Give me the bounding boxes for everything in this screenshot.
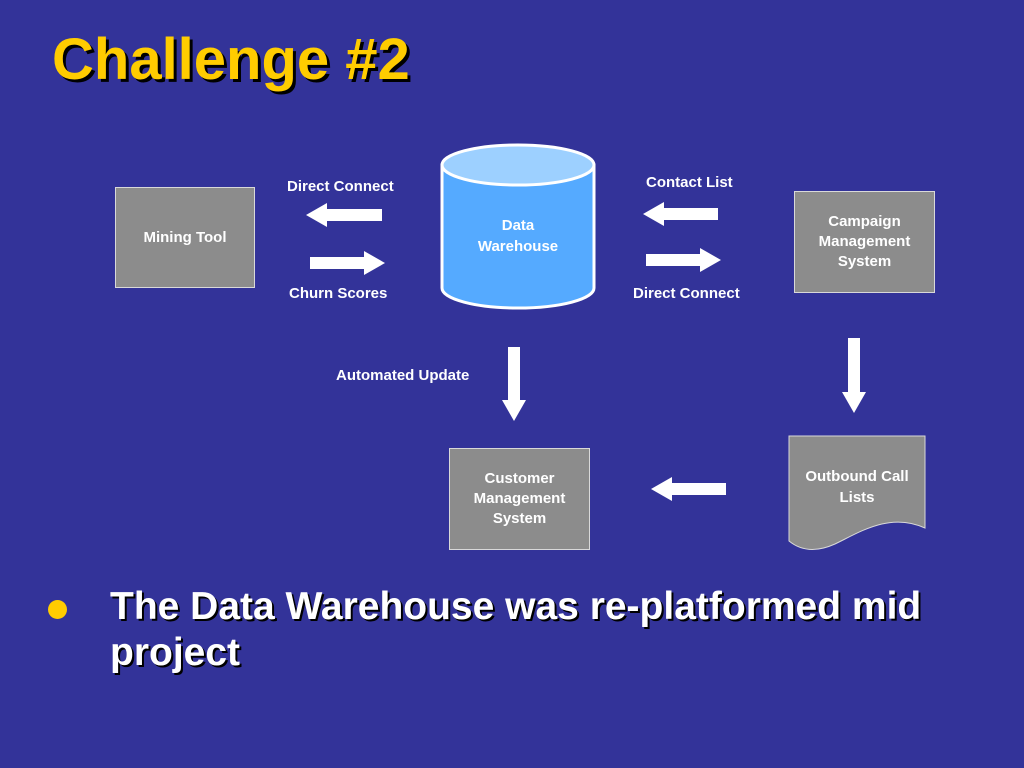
direct-connect-right-label: Direct Connect <box>633 285 740 302</box>
arrow-right-icon <box>310 251 385 275</box>
arrow-down-icon <box>842 338 866 413</box>
arrow-down-icon <box>502 347 526 421</box>
arrow-left-icon <box>306 203 382 227</box>
bullet-text: The Data Warehouse was re-platformed mid… <box>110 585 922 674</box>
outbound-call-lists-label-line1: Outbound Call <box>805 468 908 485</box>
mining-tool-box: Mining Tool <box>115 187 255 288</box>
slide-title: Challenge #2 <box>52 27 410 92</box>
bullet-dot-icon <box>48 600 67 619</box>
churn-scores-label: Churn Scores <box>289 285 388 302</box>
automated-update-label: Automated Update <box>336 367 470 384</box>
customer-management-box: Customer Management System <box>449 448 590 550</box>
arrow-left-icon <box>651 477 726 501</box>
data-warehouse-cylinder <box>440 143 596 310</box>
contact-list-label: Contact List <box>646 174 733 191</box>
arrow-right-icon <box>646 248 721 272</box>
campaign-management-box: Campaign Management System <box>794 191 935 293</box>
outbound-call-lists-shape <box>788 435 926 550</box>
data-warehouse-label-line1: Data <box>502 217 535 234</box>
data-warehouse-label-line2: Warehouse <box>478 238 558 255</box>
direct-connect-left-label: Direct Connect <box>287 178 394 195</box>
arrow-left-icon <box>643 202 718 226</box>
outbound-call-lists-label-line2: Lists <box>839 489 874 506</box>
